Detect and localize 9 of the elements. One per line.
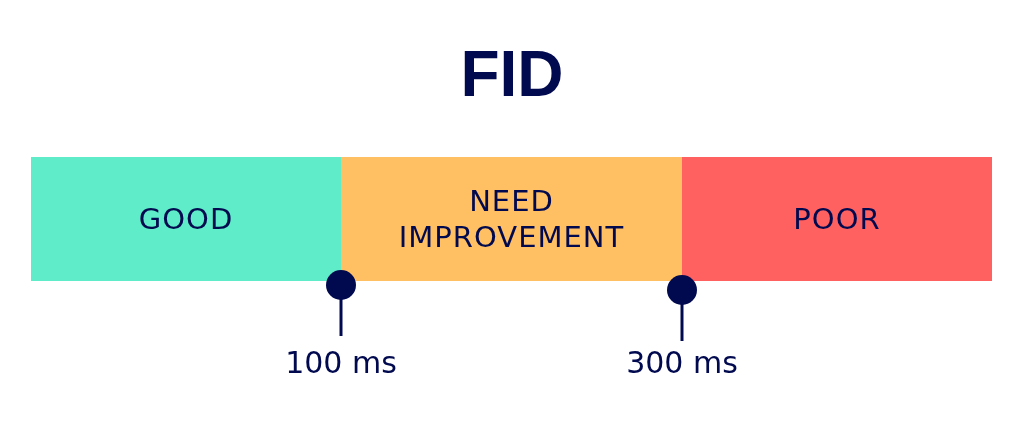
title: FID	[460, 38, 564, 110]
rating-band	[682, 157, 992, 281]
rating-band	[31, 157, 341, 281]
rating-band	[341, 157, 682, 281]
band-label: GOOD	[138, 201, 234, 237]
threshold-label: 100 ms	[285, 344, 397, 382]
band-label: POOR	[793, 201, 881, 237]
band-label: NEED IMPROVEMENT	[397, 183, 626, 255]
threshold-label: 300 ms	[626, 344, 738, 382]
